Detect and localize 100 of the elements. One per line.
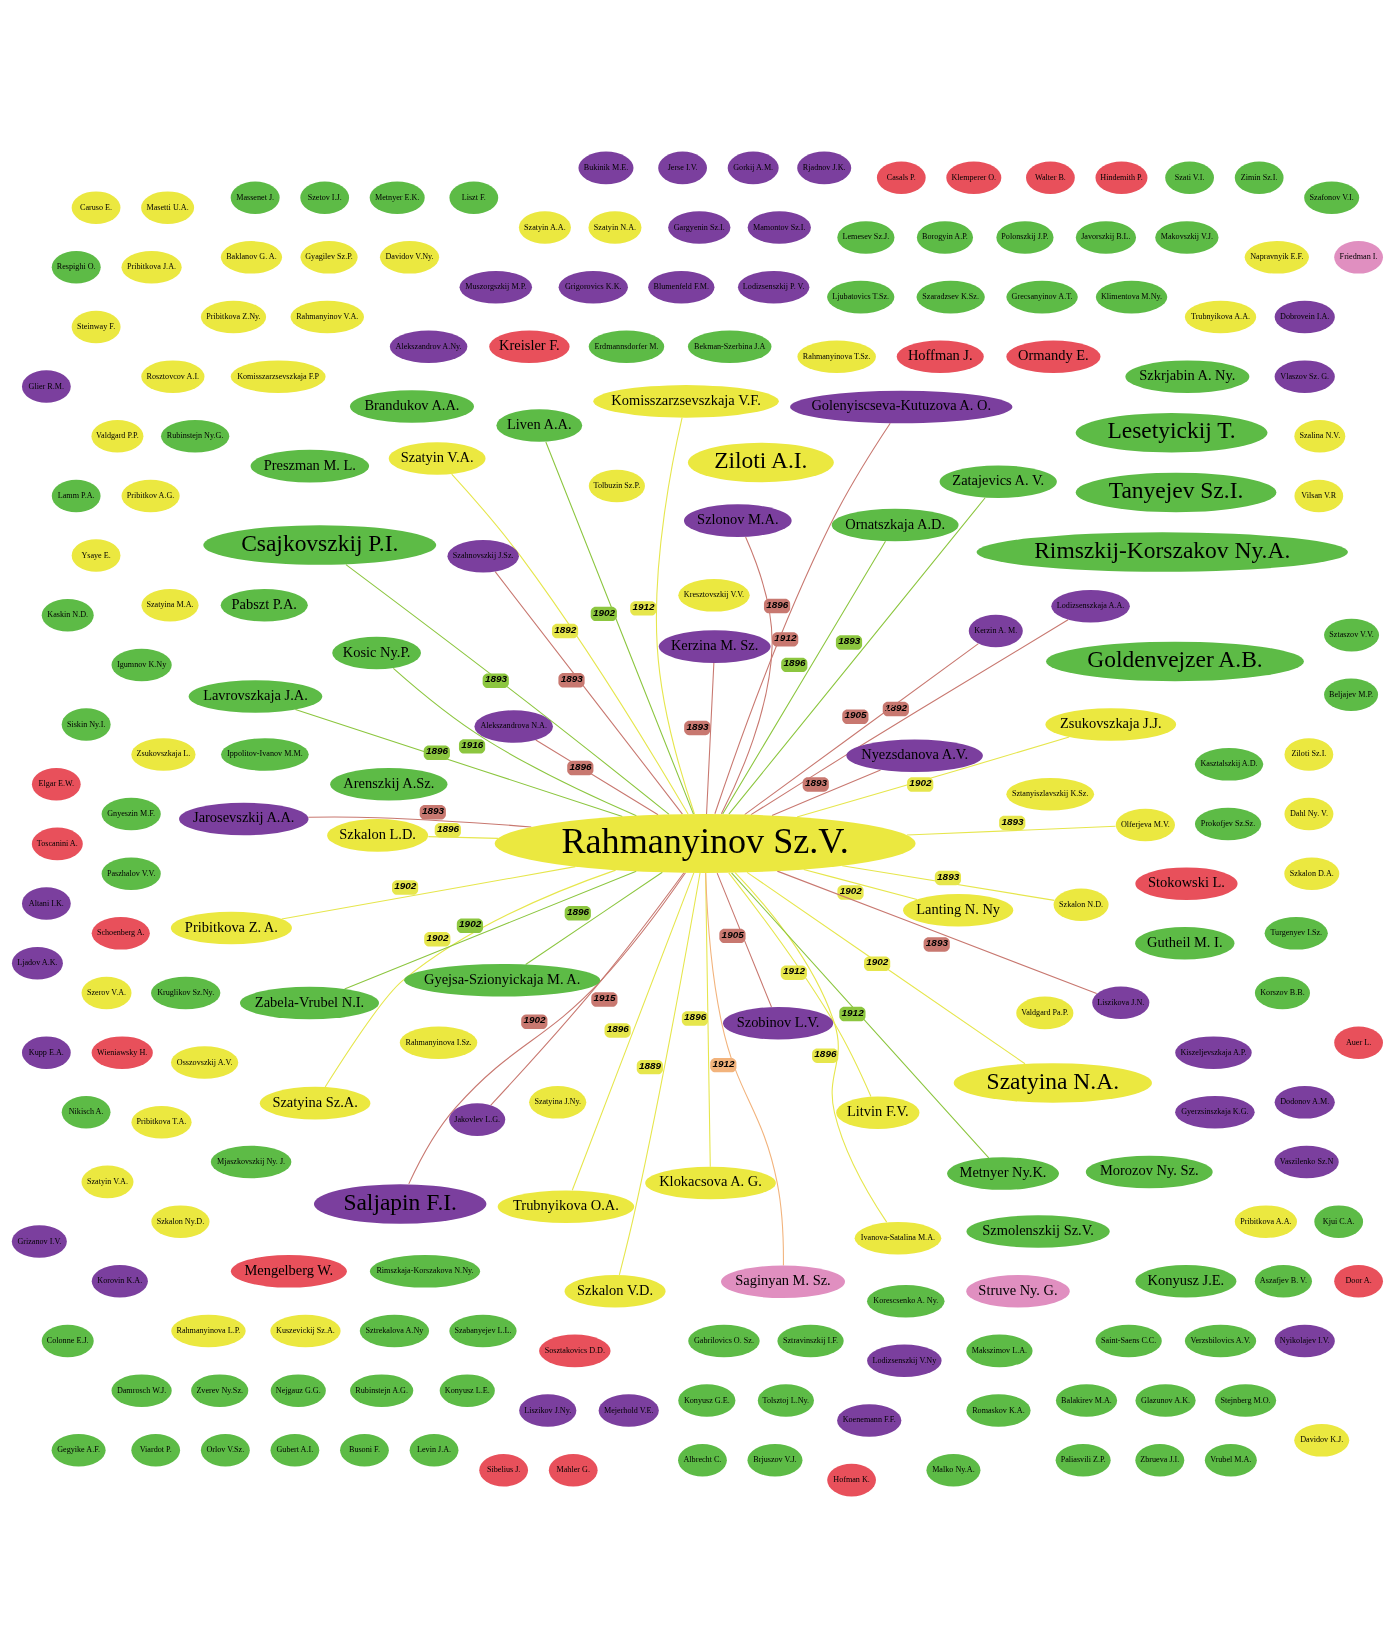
- connector: [344, 870, 637, 990]
- edge-label: 1893: [804, 777, 828, 789]
- node-ellipse: Aszafjev B. V.: [1254, 1265, 1312, 1298]
- edge-label: 1896: [606, 1023, 629, 1035]
- node-ellipse: Lavrovszkaja J.A.: [188, 680, 323, 713]
- node-ellipse: Ornatszkaja A.D.: [831, 508, 959, 542]
- edge-label: 1892: [885, 701, 908, 713]
- node-ellipse: Kruglikov Sz.Ny.: [151, 976, 221, 1010]
- node-ellipse: Vrubel M.A.: [1204, 1443, 1257, 1477]
- node-ellipse: Rahmanyinova L.P.: [171, 1314, 246, 1348]
- node-ellipse: Ivanova-Satalina M.A.: [854, 1221, 942, 1255]
- connector: [744, 643, 979, 816]
- edge-label: 1893: [686, 720, 709, 732]
- node-ellipse: Casals P.: [876, 161, 926, 195]
- node-ellipse: Szatyina Sz.A.: [259, 1086, 371, 1120]
- node-ellipse: Baklanov G. A.: [220, 241, 283, 274]
- node-ellipse: Paszhalov V.V.: [101, 857, 161, 890]
- edge-label: 1893: [421, 804, 445, 816]
- node-ellipse: Komisszarzsevszkaja F.P: [230, 360, 326, 393]
- node-ellipse: Gabrilovics O. Sz.: [688, 1324, 760, 1358]
- node-ellipse: Stejnberg M.O.: [1214, 1384, 1277, 1417]
- node-ellipse: Makszimov L.A.: [966, 1334, 1033, 1368]
- connector: [545, 441, 694, 815]
- node-ellipse: Saljapin F.I.: [313, 1184, 487, 1224]
- node-ellipse: Vlaszov Sz. G.: [1274, 360, 1335, 393]
- node-ellipse: Rahmanyinova T.Sz.: [797, 340, 876, 374]
- connector: [281, 866, 576, 920]
- connector: [655, 417, 695, 815]
- node-ellipse: Lesetyickij T.: [1075, 413, 1268, 453]
- node-ellipse: Preszman M. L.: [250, 449, 370, 483]
- node-ellipse: Kerzin A. M.: [968, 614, 1023, 648]
- node-ellipse: Gubert A.I.: [270, 1434, 320, 1467]
- node-ellipse: Glier R.M.: [21, 370, 71, 403]
- node-ellipse: Saginyan M. Sz.: [721, 1265, 845, 1299]
- edge-label: 1905: [721, 928, 744, 940]
- node-ellipse: Grecsanyinov A.T.: [1006, 280, 1078, 314]
- node-ellipse: Hofman K.: [827, 1463, 876, 1497]
- node-ellipse: Zbrueva J.I.: [1135, 1443, 1185, 1477]
- node-ellipse: Pribitkova T.A.: [131, 1105, 192, 1139]
- node-ellipse: Struve Ny. G.: [966, 1274, 1070, 1308]
- node-ellipse: Olferjeva M.V.: [1115, 808, 1175, 842]
- node-ellipse: Szatyin A.A.: [518, 211, 571, 244]
- node-ellipse: Szkalon L.D.: [327, 819, 429, 852]
- node-ellipse: Klemperer O.: [946, 161, 1002, 195]
- node-ellipse: Dodonov A.M.: [1274, 1086, 1335, 1119]
- edge-label: 1912: [841, 1006, 864, 1018]
- node-ellipse: Paliasvili Z.P.: [1055, 1443, 1111, 1477]
- node-ellipse: Grigorovics K.K.: [558, 270, 628, 304]
- node-ellipse: Ormandy E.: [1006, 340, 1101, 374]
- node-ellipse: Rjadnov J.K.: [797, 151, 852, 185]
- node-ellipse: Szerov V.A.: [81, 976, 132, 1010]
- node-ellipse: Rahmanyinov V.A.: [290, 300, 365, 334]
- node-ellipse: Mengelberg W.: [230, 1255, 347, 1288]
- node-ellipse: Mahler G.: [548, 1453, 598, 1487]
- node-ellipse: Szafonov V.I.: [1304, 181, 1360, 214]
- node-ellipse: Klokacsova A. G.: [645, 1166, 776, 1200]
- node-ellipse: Zsukovszkaja J.J.: [1045, 708, 1177, 741]
- connector: [408, 872, 686, 1185]
- node-ellipse: Szatyin V.A.: [388, 442, 486, 475]
- node-ellipse: Verzsbilovics A.V.: [1184, 1324, 1257, 1358]
- edge-label: 1902: [839, 885, 862, 897]
- node-ellipse: Pribitkova A.A.: [1234, 1205, 1298, 1238]
- connector: [345, 564, 670, 815]
- node-ellipse: Pribitkova J.A.: [121, 251, 182, 284]
- node-ellipse: Konyusz G.E.: [678, 1384, 736, 1417]
- node-ellipse: Bekman-Szerbina J.A: [687, 330, 772, 364]
- node-ellipse: Lamm P.A.: [51, 479, 101, 513]
- node-ellipse: Klimentova M.Ny.: [1095, 280, 1168, 314]
- node-ellipse: Szalina N.V.: [1294, 420, 1346, 453]
- node-ellipse: Makovszkij V.J.: [1155, 221, 1219, 254]
- node-ellipse: Rimszkaja-Korszakova N.Ny.: [369, 1255, 481, 1288]
- node-ellipse: Alekszandrov A.Ny.: [389, 330, 468, 364]
- edge-label: 1893: [484, 673, 508, 685]
- connector: [722, 540, 887, 815]
- node-ellipse: Szabanyejev L.L.: [449, 1314, 517, 1348]
- connector: [705, 872, 784, 1267]
- node-ellipse: Toscanini A.: [31, 827, 83, 861]
- node-ellipse: Lodizsenszkaja A.A.: [1051, 589, 1130, 623]
- node-ellipse: Beljajev M.P.: [1324, 678, 1379, 712]
- connector: [427, 836, 499, 839]
- node-ellipse: Pribitkov A.G.: [121, 479, 180, 513]
- node-ellipse: Javorszkij B.L.: [1075, 221, 1136, 254]
- node-ellipse: Tolsztoj L.Ny.: [757, 1384, 814, 1417]
- node-ellipse: Szmolenszkij Sz.V.: [966, 1215, 1110, 1248]
- node-ellipse: Sztaszov V.V.: [1324, 618, 1380, 652]
- node-ellipse: Zimin Sz.I.: [1234, 161, 1284, 195]
- node-ellipse: Nyezsdanova A.V.: [846, 739, 983, 772]
- node-ellipse: Gyagilev Sz.P.: [300, 241, 358, 274]
- edge-label: 1912: [712, 1057, 735, 1069]
- edge-label: 1893: [937, 870, 960, 882]
- node-ellipse: Wieniawsky H.: [91, 1036, 153, 1069]
- node-ellipse: Zatajevics A. V.: [939, 465, 1057, 498]
- node-ellipse: Albrecht C.: [678, 1443, 727, 1477]
- connector: [535, 739, 659, 816]
- node-ellipse: Sosztakovics D.D.: [539, 1334, 611, 1368]
- connector: [490, 872, 685, 1106]
- node-ellipse: Nyikolajev I.V.: [1274, 1324, 1335, 1358]
- node-ellipse: Ziloti A.I.: [687, 442, 834, 483]
- connector: [618, 872, 701, 1276]
- node-ellipse: Liszt F.: [449, 181, 499, 214]
